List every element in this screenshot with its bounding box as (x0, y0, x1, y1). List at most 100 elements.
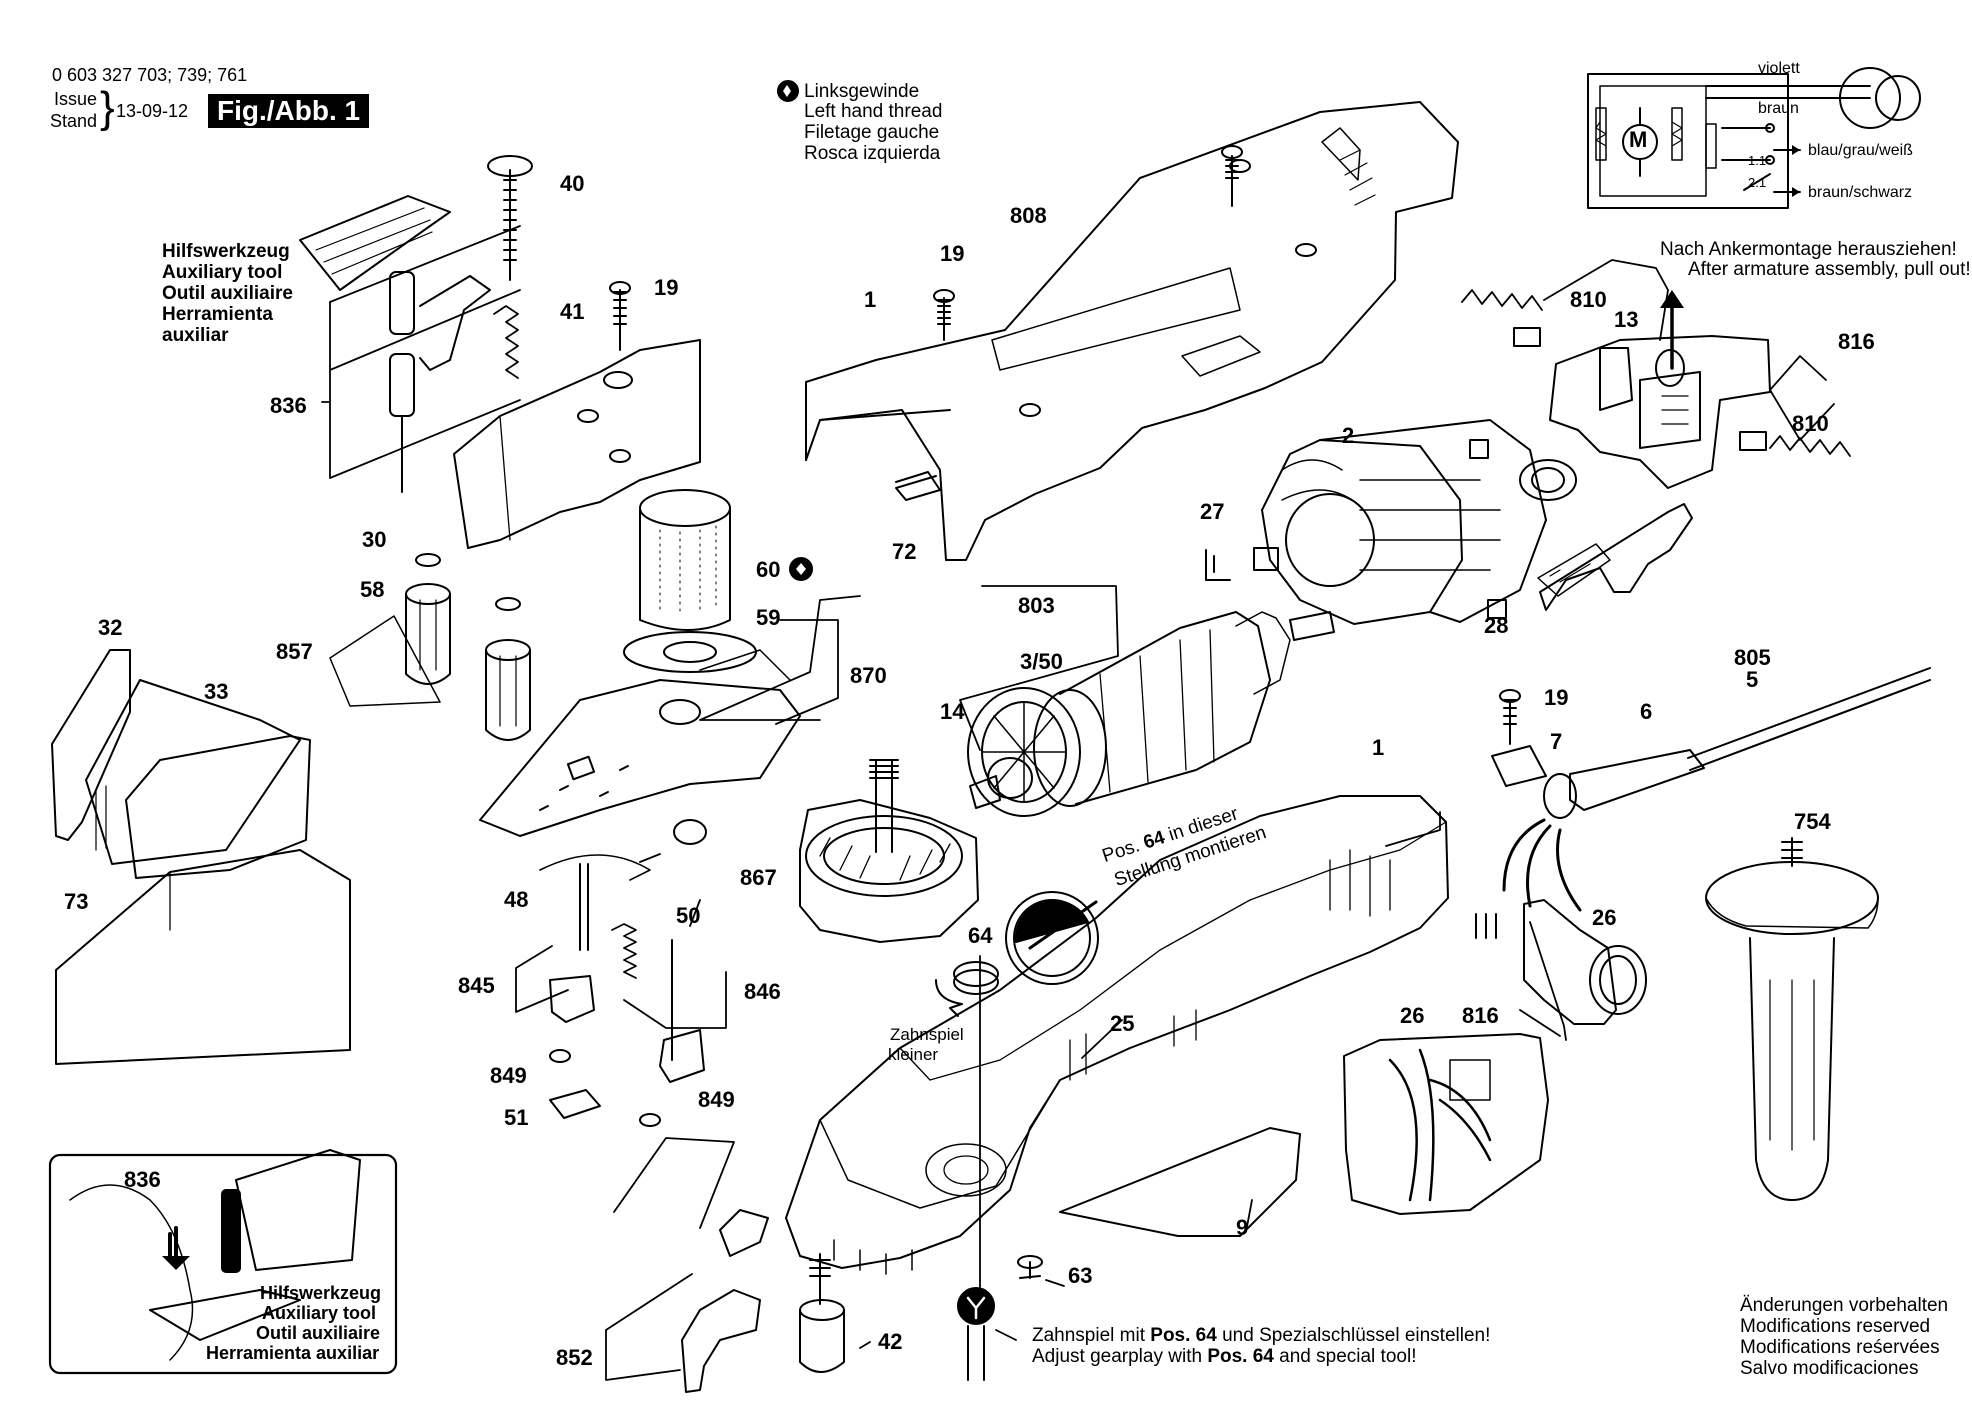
part-label-30: 30 (362, 527, 387, 552)
sanding-belts (51, 649, 351, 1065)
plate-9 (1059, 1127, 1301, 1237)
left-thread-icon (777, 80, 813, 581)
part-label-13: 13 (1614, 307, 1639, 332)
part-label-73: 73 (64, 889, 89, 914)
thread-note-fr: Filetage gauche (804, 122, 940, 143)
issue-brace: } (100, 83, 115, 132)
part-label-836: 836 (270, 393, 307, 418)
tool-holder-836 (389, 271, 491, 493)
adjust-en-suffix: and special tool! (1279, 1346, 1417, 1367)
lower-housing-shell (785, 795, 1449, 1275)
aux-tool-top-de: Hilfswerkzeug (162, 241, 290, 262)
stator-2 (1253, 419, 1547, 625)
part-label-58: 58 (360, 577, 385, 602)
part-label-852: 852 (556, 1345, 593, 1370)
part-label-1b: 1 (1372, 735, 1385, 760)
scraper-tool-40 (299, 155, 533, 379)
armature-note-en: After armature assembly, pull out! (1688, 259, 1971, 280)
aux-tool-top-en: Auxiliary tool (162, 262, 283, 283)
screw-19-right (1503, 699, 1517, 745)
adjust-de-pos: Pos. 64 (1150, 1325, 1217, 1346)
part-label-40: 40 (560, 171, 585, 196)
part-label-42: 42 (878, 1329, 903, 1354)
wire-braun-schwarz: braun/schwarz (1808, 184, 1913, 201)
gearplay-note-1: Zahnspiel (890, 1025, 964, 1044)
part-label-845: 845 (458, 973, 495, 998)
adjust-de-prefix: Zahnspiel mit (1032, 1325, 1145, 1346)
part-label-26a: 26 (1592, 905, 1617, 930)
part-label-857: 857 (276, 639, 313, 664)
part-label-803: 803 (1018, 593, 1055, 618)
terminal-2-1: 2.1 (1748, 175, 1767, 190)
bearing-ring (1519, 459, 1577, 501)
part-label-48: 48 (504, 887, 529, 912)
clip-72 (895, 471, 941, 501)
wire-violett: violett (1758, 60, 1800, 77)
part-label-754: 754 (1794, 809, 1831, 834)
aux-tool-top-es1: Herramienta (162, 304, 273, 325)
part-label-816b: 816 (1462, 1003, 1499, 1028)
adjust-de-suffix: und Spezialschlüssel einstellen! (1222, 1325, 1491, 1346)
part-label-33: 33 (204, 679, 229, 704)
part-label-64: 64 (968, 923, 993, 948)
part-label-836b: 836 (124, 1167, 161, 1192)
part-label-14: 14 (940, 699, 965, 724)
gearplay-note-2: kleiner (888, 1045, 939, 1064)
gear-867 (799, 759, 979, 943)
terminal-27 (1205, 549, 1231, 581)
changes-note-es: Salvo modificaciones (1740, 1358, 1919, 1379)
part-label-19a: 19 (654, 275, 679, 300)
adjust-en-prefix: Adjust gearplay with (1032, 1346, 1203, 1367)
detail-inset (1343, 1033, 1549, 1215)
adjust-dial (1005, 891, 1099, 985)
part-label-1a: 1 (864, 287, 877, 312)
washer-59 (623, 631, 757, 673)
aux-tool-top-fr: Outil auxiliaire (162, 283, 293, 304)
part-label-41: 41 (560, 299, 585, 324)
base-plate-870 (479, 649, 801, 845)
guard-plate-30 (453, 339, 701, 549)
adjust-en-pos: Pos. 64 (1207, 1346, 1274, 1367)
part-label-846: 846 (744, 979, 781, 1004)
part-label-25: 25 (1110, 1011, 1135, 1036)
part-label-28: 28 (1484, 613, 1509, 638)
part-label-849a: 849 (490, 1063, 527, 1088)
part-label-26b: 26 (1400, 1003, 1425, 1028)
part-label-7: 7 (1550, 729, 1563, 754)
changes-note-en: Modifications reserved (1740, 1316, 1931, 1337)
part-label-3-50: 3/50 (1020, 649, 1063, 674)
thread-note-en: Left hand thread (804, 101, 943, 122)
changes-note-fr: Modifications reśervées (1740, 1337, 1940, 1358)
terminal-1-1: 1.1 (1748, 153, 1767, 168)
knob-42 (799, 1253, 845, 1373)
aux-tool-top-es2: auxiliar (162, 325, 229, 346)
motor-label: M (1629, 127, 1648, 152)
brush-holder-816 (1549, 335, 1771, 489)
part-label-867: 867 (740, 865, 777, 890)
adjust-note-de: Zahnspiel mit Pos. 64 und Spezialschlüss… (1032, 1325, 1491, 1347)
pin-63 (1019, 1261, 1041, 1279)
part-label-6: 6 (1640, 699, 1653, 724)
figure-label: Fig./Abb. 1 (208, 94, 370, 129)
inset-aux-tool (48, 1149, 398, 1375)
aux-tool-inset-fr: Outil auxiliaire (256, 1323, 381, 1343)
aux-tool-inset-en: Auxiliary tool (262, 1303, 377, 1323)
part-label-810a: 810 (1570, 287, 1607, 312)
side-handle-754 (1705, 837, 1879, 1201)
part-label-2: 2 (1342, 423, 1355, 448)
screw-19-left (613, 289, 627, 351)
part-64 (935, 961, 999, 1017)
issue-label: Issue (54, 89, 98, 109)
lower-parts-845-846 (539, 854, 705, 1127)
thread-note-de: Linksgewinde (804, 81, 920, 102)
part-label-60: 60 (756, 557, 781, 582)
part-numbers: 0 603 327 703; 739; 761 (52, 65, 248, 85)
part-label-816a: 816 (1838, 329, 1875, 354)
wiring-diagram (1587, 67, 1921, 209)
part-label-808: 808 (1010, 203, 1047, 228)
aux-tool-inset-es: Herramienta auxiliar (206, 1343, 380, 1363)
part-label-32: 32 (98, 615, 123, 640)
part-label-19b: 19 (940, 241, 965, 266)
sleeves-857 (405, 553, 531, 741)
